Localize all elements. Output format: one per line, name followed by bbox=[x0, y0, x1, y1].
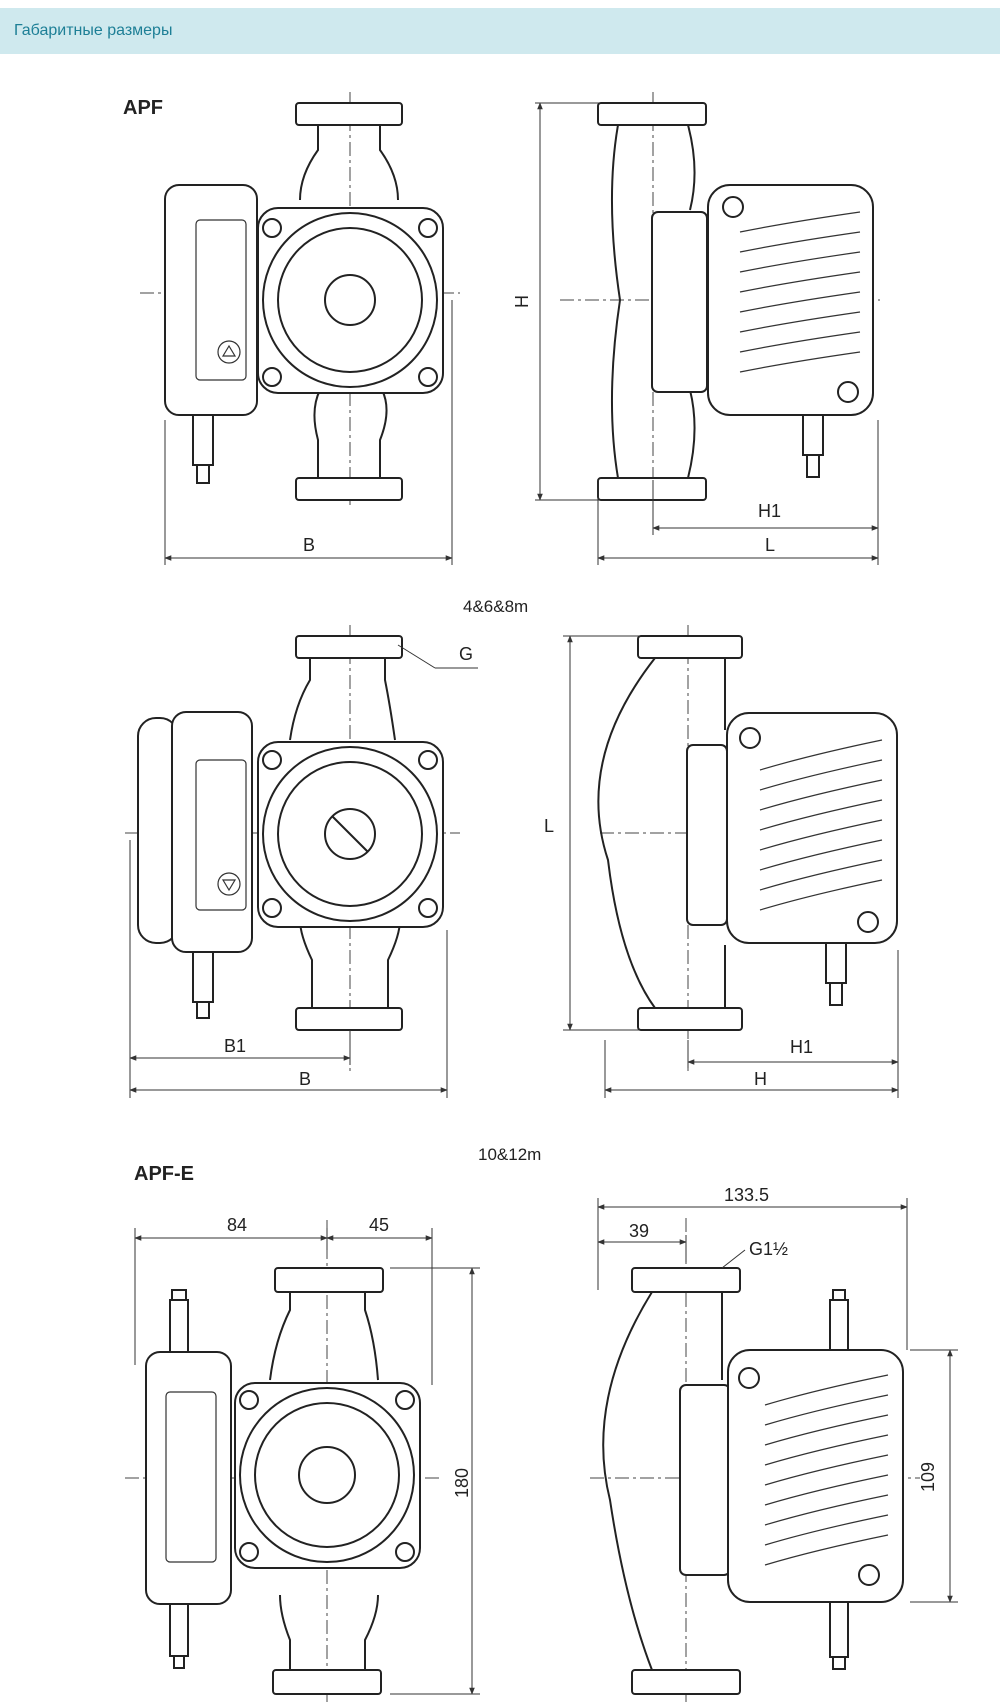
mid-section: 4&6&8m bbox=[125, 597, 900, 1098]
mid-dim-b: B bbox=[299, 1069, 311, 1089]
mid-dim-l: L bbox=[544, 816, 554, 836]
apf-dim-b: B bbox=[303, 535, 315, 555]
apfe-section: 10&12m APF-E bbox=[125, 1145, 958, 1702]
mid-dim-h: H bbox=[754, 1069, 767, 1089]
apf-dim-h1: H1 bbox=[758, 501, 781, 521]
apfe-dim-84: 84 bbox=[227, 1215, 247, 1235]
apf-side-view bbox=[560, 92, 880, 505]
apfe-model-label: APF-E bbox=[134, 1163, 194, 1185]
apf-dim-h: H bbox=[512, 295, 532, 308]
apfe-dim-180: 180 bbox=[452, 1468, 472, 1498]
apfe-dim-45: 45 bbox=[369, 1215, 389, 1235]
apf-dimensions bbox=[164, 102, 879, 565]
apfe-dim-133: 133.5 bbox=[724, 1185, 769, 1205]
apfe-front-view bbox=[125, 1220, 440, 1702]
apf-model-label: APF bbox=[123, 97, 163, 119]
mid-dim-b1: B1 bbox=[224, 1036, 246, 1056]
mid-dim-g: G bbox=[459, 644, 473, 664]
mid-dimensions bbox=[129, 635, 899, 1098]
mid-front-view bbox=[125, 625, 478, 1075]
section-header: Габаритные размеры bbox=[0, 8, 1000, 54]
apfe-dim-39: 39 bbox=[629, 1221, 649, 1241]
mid-caption: 4&6&8m bbox=[463, 597, 528, 616]
mid-side-view bbox=[597, 625, 900, 1075]
mid-dim-h1: H1 bbox=[790, 1037, 813, 1057]
apf-dim-l: L bbox=[765, 535, 775, 555]
apfe-side-view bbox=[590, 1218, 920, 1702]
apf-front-view bbox=[140, 92, 460, 505]
apfe-dimensions bbox=[134, 1198, 958, 1695]
apfe-dim-109: 109 bbox=[918, 1462, 938, 1492]
apf-section: APF bbox=[123, 92, 880, 565]
section-title: Габаритные размеры bbox=[14, 22, 173, 39]
apfe-dim-g: G1½ bbox=[749, 1239, 788, 1259]
apfe-caption: 10&12m bbox=[478, 1145, 541, 1164]
